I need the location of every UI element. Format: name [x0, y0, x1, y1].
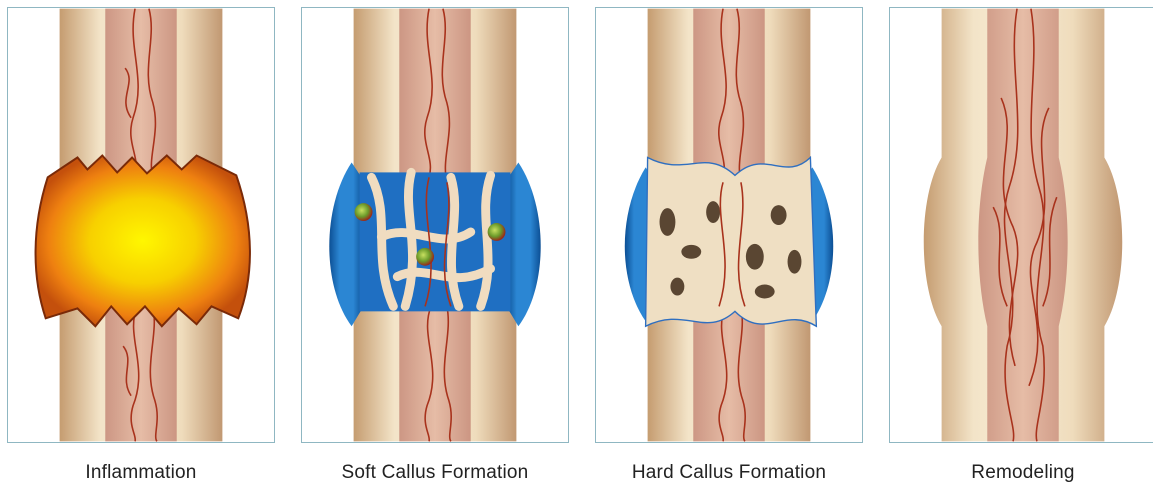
inflammation-caption: Inflammation — [7, 462, 275, 484]
soft-callus-illustration — [302, 8, 568, 442]
remodeling-caption: Remodeling — [889, 462, 1153, 484]
inflammation-illustration — [8, 8, 274, 442]
cell — [488, 223, 506, 241]
hematoma — [36, 156, 250, 327]
soft-callus-left — [329, 162, 363, 326]
soft-callus-caption: Soft Callus Formation — [301, 462, 569, 484]
soft-callus-panel — [301, 7, 569, 443]
woven-bone — [646, 158, 817, 327]
inflammation-panel — [7, 7, 275, 443]
marrow-canal — [978, 9, 1067, 442]
remodeling-panel — [889, 7, 1153, 443]
cell — [416, 248, 434, 266]
hard-callus-illustration — [596, 8, 862, 442]
soft-callus-right — [506, 162, 540, 326]
hard-callus-panel — [595, 7, 863, 443]
cell — [355, 203, 373, 221]
remodeling-illustration — [890, 8, 1153, 442]
hard-callus-caption: Hard Callus Formation — [595, 462, 863, 484]
